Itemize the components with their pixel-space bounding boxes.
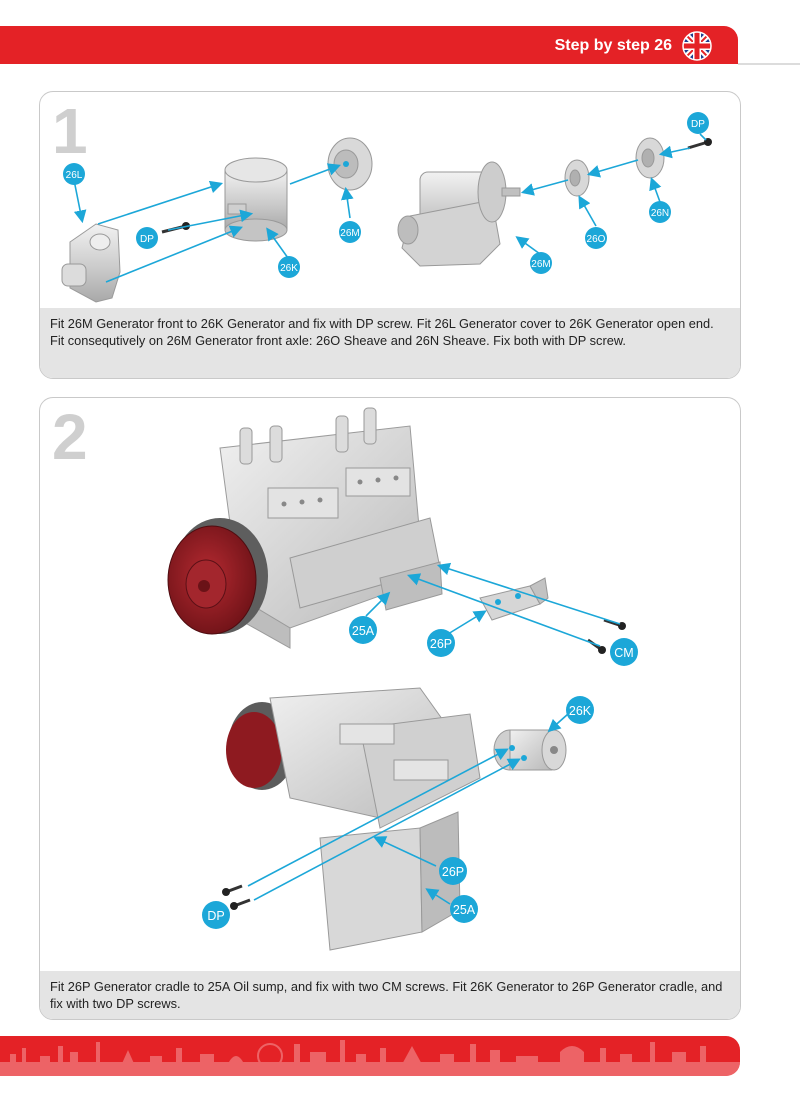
dp-screw-1 — [222, 884, 243, 896]
label-26L: 26L — [63, 163, 85, 185]
label-26K: 26K — [278, 256, 300, 278]
step-1-arrows — [73, 133, 707, 283]
svg-text:26M: 26M — [531, 259, 550, 270]
header-divider — [738, 63, 800, 65]
svg-text:CM: CM — [614, 646, 633, 660]
svg-text:26L: 26L — [66, 170, 83, 181]
label-25A-lower: 25A — [450, 895, 478, 923]
svg-text:26O: 26O — [587, 234, 606, 245]
svg-text:25A: 25A — [453, 903, 476, 917]
label-26M: 26M — [339, 221, 361, 243]
svg-text:26K: 26K — [569, 704, 592, 718]
label-26K: 26K — [566, 696, 594, 724]
label-26N: 26N — [649, 201, 671, 223]
svg-text:26N: 26N — [651, 208, 669, 219]
step-2-panel: 2 — [39, 397, 741, 1020]
london-skyline-icon — [0, 1040, 740, 1076]
flywheel — [167, 518, 268, 635]
svg-text:26P: 26P — [430, 637, 452, 651]
svg-text:26K: 26K — [280, 263, 298, 274]
step-number: 2 — [52, 401, 88, 473]
dp-screw-2 — [230, 898, 251, 910]
cm-screw-1 — [603, 618, 626, 630]
step-1-illustration: 26L 26K 26M 26M 26O 26N DP DP — [61, 112, 712, 303]
svg-text:25A: 25A — [352, 624, 375, 638]
uk-flag-icon — [682, 31, 712, 61]
step-1-panel: 1 — [39, 91, 741, 379]
svg-text:26P: 26P — [442, 865, 464, 879]
label-25A: 25A — [349, 616, 377, 644]
page-title: Step by step 26 — [554, 37, 672, 54]
label-CM: CM — [610, 638, 638, 666]
dp-screw-2 — [687, 138, 712, 150]
svg-text:DP: DP — [140, 234, 154, 245]
part-26L-cover — [61, 223, 121, 303]
footer-skyline-bar — [0, 1036, 740, 1076]
step-1-caption: Fit 26M Generator front to 26K Generator… — [40, 308, 740, 378]
part-26O-sheave — [564, 159, 590, 197]
part-26P-cradle — [479, 577, 549, 621]
engine-block-lower — [226, 687, 481, 951]
step-2-illustration: 25A 26P CM 26K 26P DP 25A — [167, 407, 638, 951]
step-2-arrows — [247, 562, 621, 905]
part-26K-generator — [224, 157, 288, 242]
label-26O: 26O — [585, 227, 607, 249]
svg-text:26M: 26M — [340, 228, 359, 239]
engine-block-upper — [219, 407, 443, 649]
svg-text:DP: DP — [207, 909, 224, 923]
label-26P: 26P — [427, 629, 455, 657]
part-26M-front — [327, 137, 373, 191]
label-26M-assembled: 26M — [530, 252, 552, 274]
header-bar: Step by step 26 — [0, 26, 738, 64]
part-26N-sheave — [635, 137, 665, 179]
label-26P-lower: 26P — [439, 857, 467, 885]
assembled-generator — [397, 161, 521, 267]
label-DP-2: DP — [687, 112, 709, 134]
step-number: 1 — [52, 95, 88, 167]
step-2-caption: Fit 26P Generator cradle to 25A Oil sump… — [40, 971, 740, 1019]
label-DP: DP — [202, 901, 230, 929]
svg-text:DP: DP — [691, 119, 705, 130]
label-DP: DP — [136, 227, 158, 249]
